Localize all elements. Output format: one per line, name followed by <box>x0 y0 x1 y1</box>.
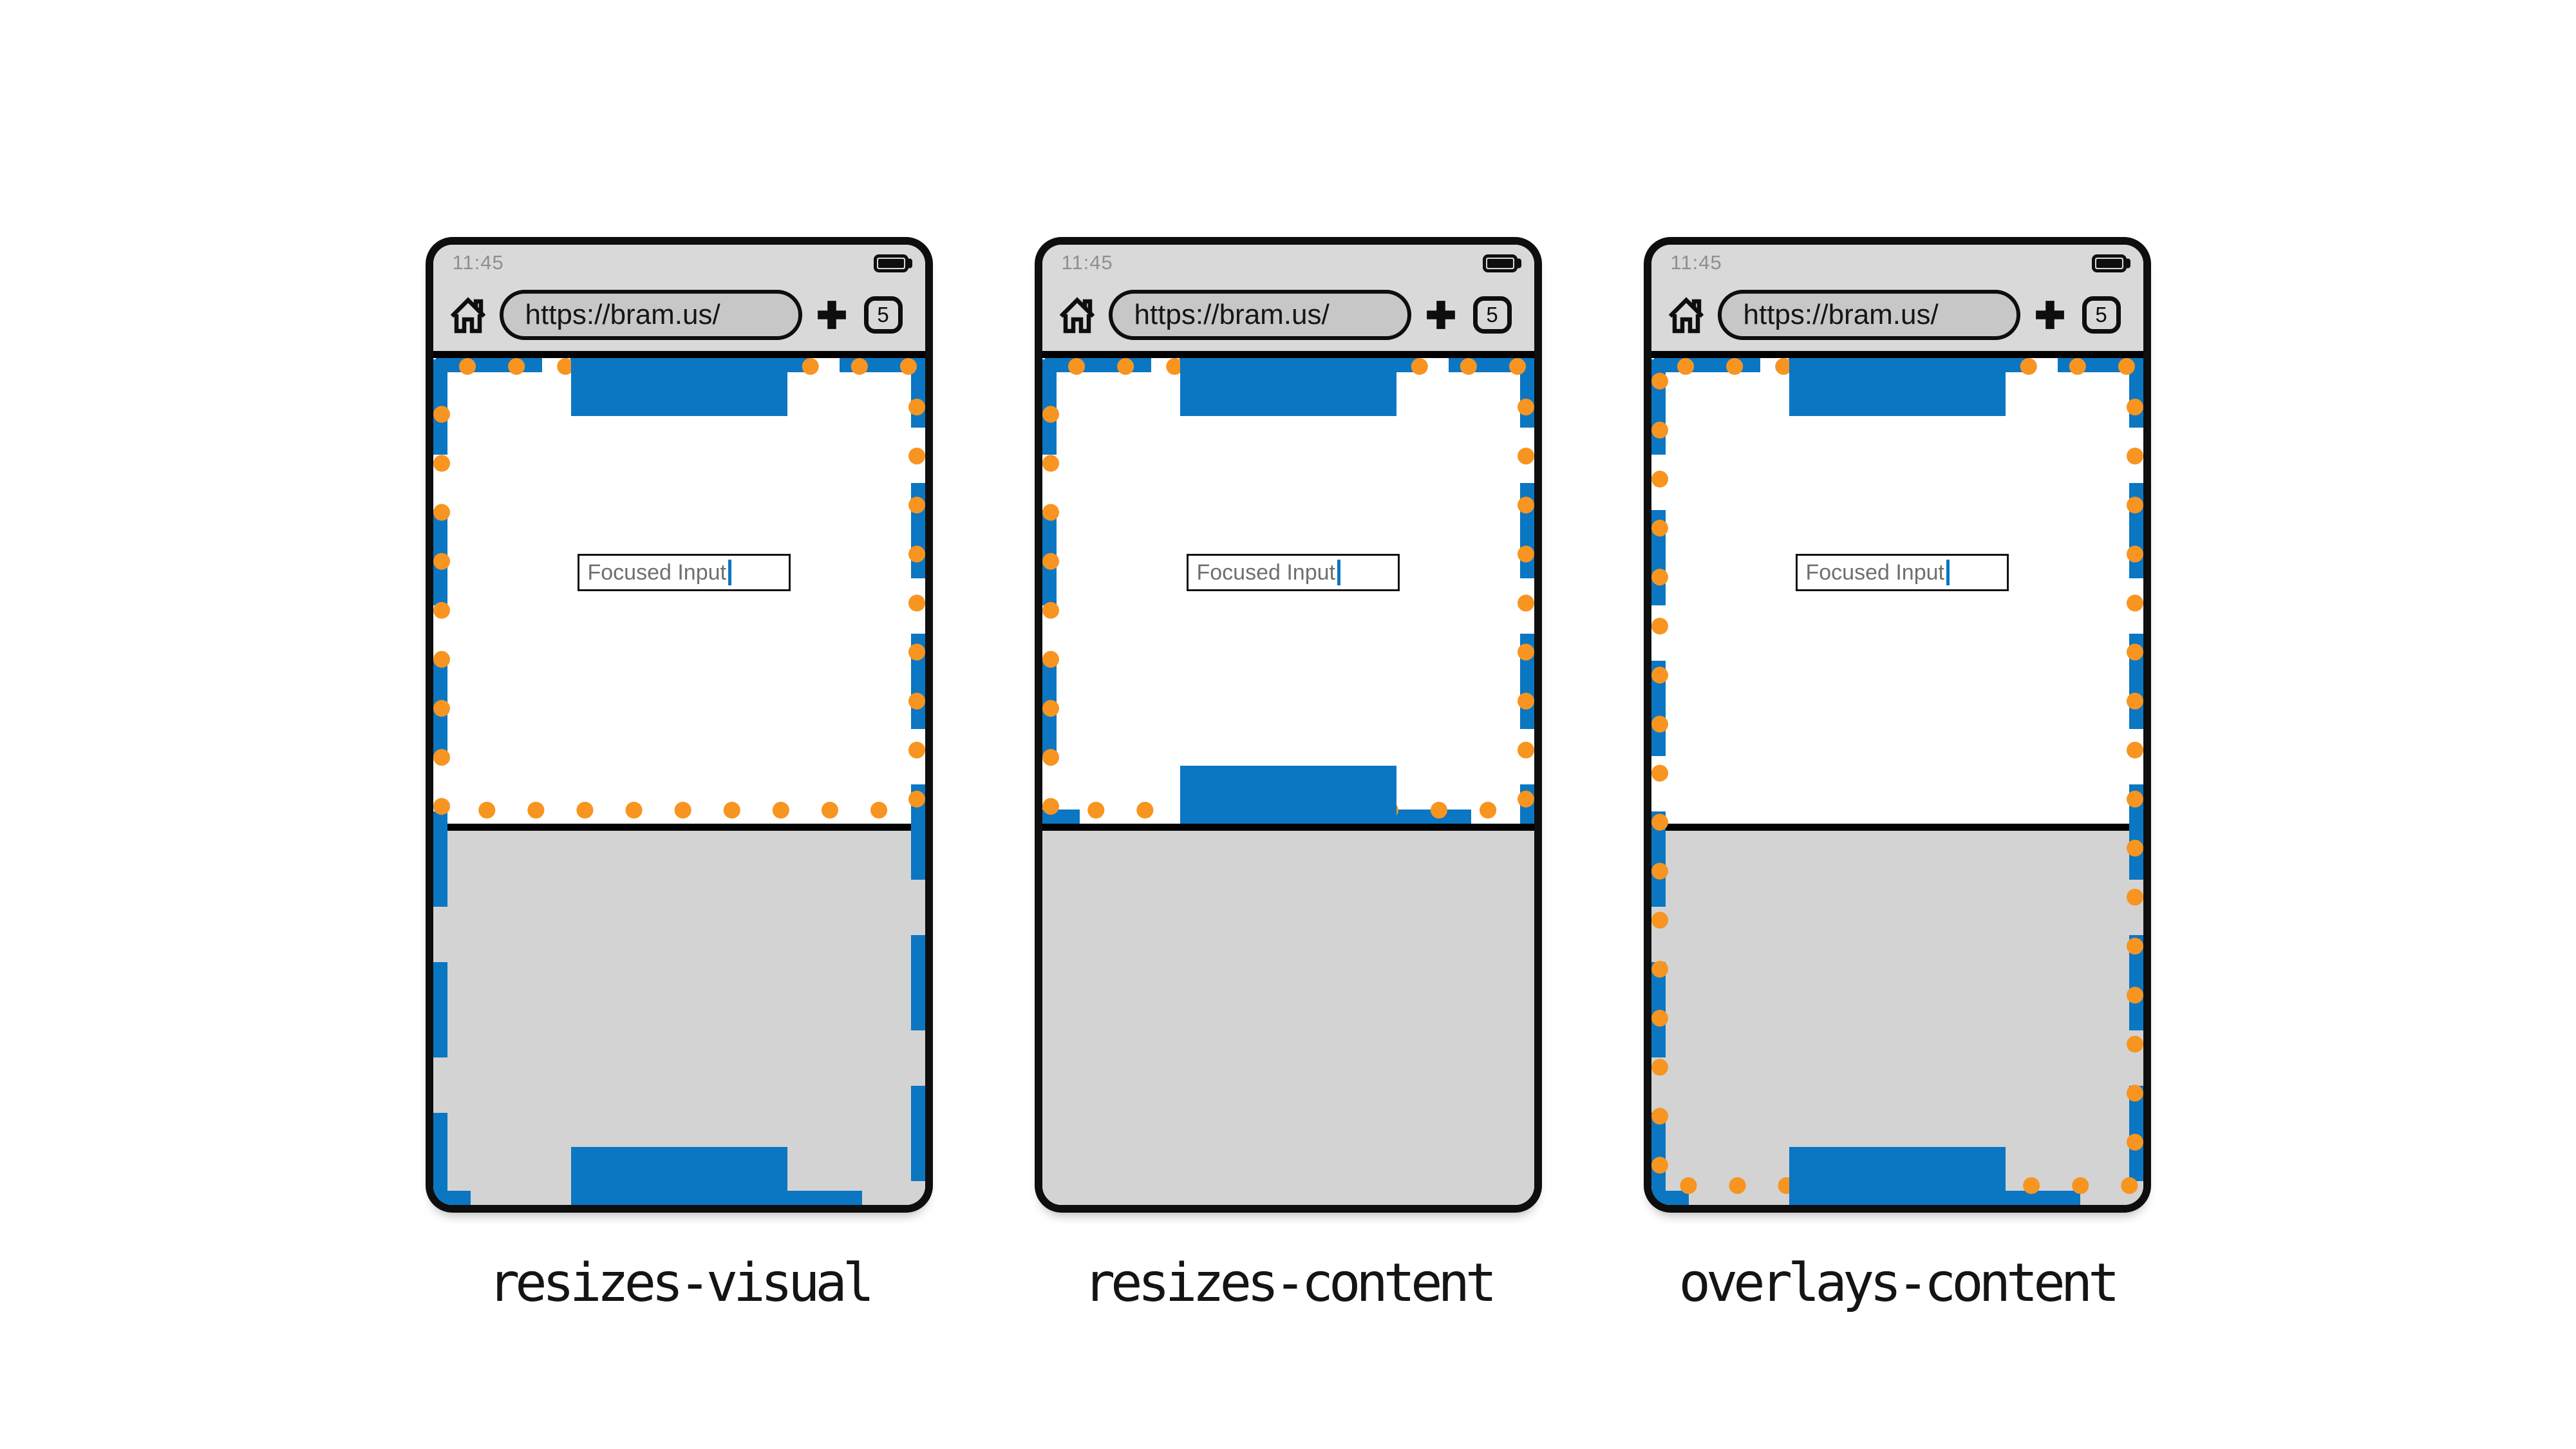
url-text: https://bram.us/ <box>525 299 720 330</box>
input-value: Focused Input <box>587 560 726 585</box>
virtual-keyboard-area <box>1651 824 2143 1205</box>
battery-icon <box>873 254 908 272</box>
status-time: 11:45 <box>1061 251 1113 274</box>
plus-icon[interactable] <box>1425 299 1457 331</box>
battery-fill <box>2096 259 2122 268</box>
phone-mockup: 11:45 https://bram.us/ 5 <box>1034 237 1542 1213</box>
fixed-header-block <box>1789 358 2006 416</box>
input-value: Focused Input <box>1196 560 1335 585</box>
fixed-footer-block <box>1180 766 1396 824</box>
text-caret <box>1337 560 1340 585</box>
url-text: https://bram.us/ <box>1134 299 1330 330</box>
browser-chrome: 11:45 https://bram.us/ 5 <box>433 245 925 358</box>
mode-label: resizes-content <box>1083 1253 1498 1314</box>
url-bar[interactable]: https://bram.us/ <box>499 290 802 340</box>
fixed-header-block <box>1180 358 1396 416</box>
browser-chrome: 11:45 https://bram.us/ 5 <box>1042 245 1534 358</box>
url-bar[interactable]: https://bram.us/ <box>1108 290 1411 340</box>
mode-label: overlays-content <box>1678 1253 2120 1314</box>
phones-row: 11:45 https://bram.us/ 5 <box>0 0 2576 1314</box>
text-caret <box>728 560 731 585</box>
virtual-keyboard-area <box>433 824 925 1205</box>
battery-icon <box>1482 254 1518 272</box>
phone-mockup: 11:45 https://bram.us/ 5 <box>1643 237 2151 1213</box>
battery-fill <box>1487 259 1513 268</box>
url-bar[interactable]: https://bram.us/ <box>1717 290 2020 340</box>
url-text: https://bram.us/ <box>1743 299 1939 330</box>
page-viewport: Focused Input <box>1042 358 1534 1205</box>
status-time: 11:45 <box>452 251 504 274</box>
phone-mockup: 11:45 https://bram.us/ 5 <box>425 237 933 1213</box>
tab-counter[interactable]: 5 <box>1472 296 1512 334</box>
browser-chrome: 11:45 https://bram.us/ 5 <box>1651 245 2143 358</box>
mode-label: resizes-visual <box>487 1253 874 1314</box>
home-icon[interactable] <box>1057 294 1098 336</box>
tab-counter[interactable]: 5 <box>2082 296 2121 334</box>
phone-column-resizes-content: 11:45 https://bram.us/ 5 <box>1034 237 1542 1314</box>
plus-icon[interactable] <box>816 299 848 331</box>
focused-input[interactable]: Focused Input <box>1186 554 1400 591</box>
page-viewport: Focused Input <box>1651 358 2143 1205</box>
fixed-header-block <box>570 358 787 416</box>
focused-input[interactable]: Focused Input <box>577 554 791 591</box>
plus-icon[interactable] <box>2034 299 2066 331</box>
browser-toolbar: https://bram.us/ 5 <box>433 287 925 343</box>
page-viewport: Focused Input <box>433 358 925 1205</box>
browser-toolbar: https://bram.us/ 5 <box>1042 287 1534 343</box>
home-icon[interactable] <box>1666 294 1707 336</box>
phone-column-resizes-visual: 11:45 https://bram.us/ 5 <box>425 237 933 1314</box>
battery-fill <box>878 259 904 268</box>
tab-counter[interactable]: 5 <box>863 296 903 334</box>
phone-column-overlays-content: 11:45 https://bram.us/ 5 <box>1643 237 2151 1314</box>
virtual-keyboard-area <box>1042 824 1534 1205</box>
input-value: Focused Input <box>1805 560 1944 585</box>
battery-icon <box>2091 254 2127 272</box>
home-icon[interactable] <box>447 294 489 336</box>
focused-input[interactable]: Focused Input <box>1795 554 2009 591</box>
browser-toolbar: https://bram.us/ 5 <box>1651 287 2143 343</box>
text-caret <box>1946 560 1950 585</box>
status-time: 11:45 <box>1670 251 1722 274</box>
